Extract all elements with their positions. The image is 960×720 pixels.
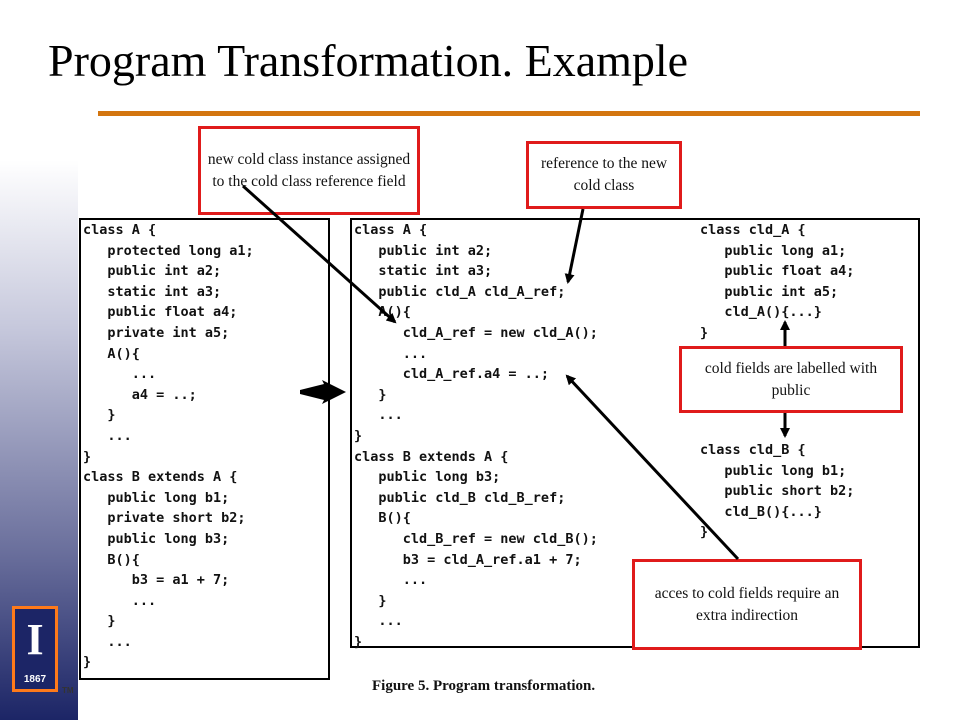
figure-caption: Figure 5. Program transformation.	[372, 678, 596, 694]
slide-title: Program Transformation. Example	[48, 35, 689, 86]
callout-public-fields: cold fields are labelled with public	[679, 346, 903, 413]
logo-year: 1867	[23, 674, 47, 685]
cold-class-b-code: class cld_B { public long b1; public sho…	[700, 442, 855, 541]
original-code-panel: class A { protected long a1; public int …	[79, 218, 330, 680]
university-logo: I 1867	[12, 606, 58, 692]
callout-new-instance: new cold class instance assigned to the …	[198, 126, 420, 215]
transformed-code: class A { public int a2; static int a3; …	[354, 222, 598, 650]
callout-indirection: acces to cold fields require an extra in…	[632, 559, 862, 650]
original-code: class A { protected long a1; public int …	[83, 222, 254, 671]
logo-mark: I	[26, 615, 44, 664]
cold-class-a-code: class cld_A { public long a1; public flo…	[700, 222, 855, 341]
trademark-label: TM	[62, 686, 74, 695]
title-underline	[98, 111, 920, 116]
callout-reference: reference to the new cold class	[526, 141, 682, 209]
